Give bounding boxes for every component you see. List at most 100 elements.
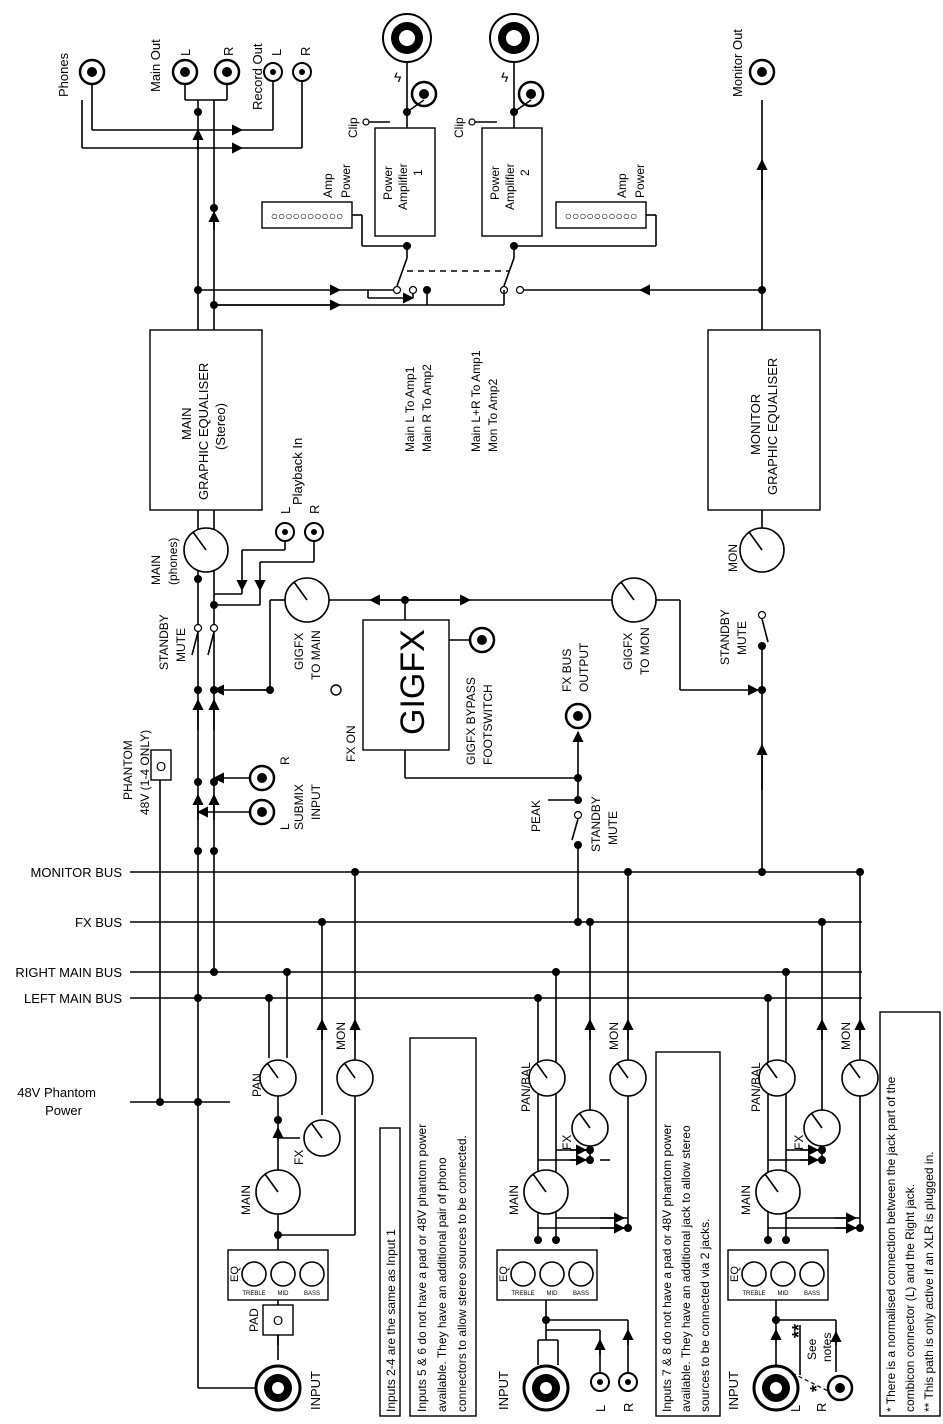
ch56-phono-l-label: L <box>593 1405 608 1412</box>
left-main-bus-label: LEFT MAIN BUS <box>24 991 122 1006</box>
ch56-xlr-combo-input[interactable] <box>522 1364 570 1412</box>
main-out-r-jack[interactable] <box>213 58 241 86</box>
ch1-pad-switch-glyph: O <box>273 1313 283 1328</box>
ch78-fx-knob[interactable] <box>803 1109 841 1147</box>
amp-power-meter-1 <box>261 201 353 229</box>
ch1-pan-knob[interactable] <box>259 1059 297 1097</box>
record-out-r-jack[interactable] <box>292 62 312 82</box>
gigfx-bypass-footswitch-jack[interactable] <box>468 626 496 654</box>
ch78-treble-knob[interactable] <box>741 1261 767 1287</box>
speakon-2-connector[interactable] <box>489 13 539 63</box>
amp-power-1-label-1: Amp <box>321 173 335 198</box>
ch78-bass-knob[interactable] <box>799 1261 825 1287</box>
gigfx-to-main-label-2: TO MAIN <box>309 630 323 680</box>
amp1-label-2: Amplifier <box>396 163 410 210</box>
ch56-phono-r-jack[interactable] <box>618 1372 638 1392</box>
ch1-fx-label: FX <box>292 1150 306 1165</box>
amp-power-2-label-2: Power <box>633 164 647 198</box>
monitor-out-jack[interactable] <box>748 58 776 86</box>
speaker-jack-1[interactable] <box>410 80 438 108</box>
note-inputs-7-8-line3: sources to be connected via 2 jacks. <box>698 1219 712 1412</box>
ch78-r-jack[interactable] <box>826 1374 854 1402</box>
speaker-jack-2[interactable] <box>517 80 545 108</box>
ch78-mid-knob[interactable] <box>770 1261 796 1287</box>
ch56-treble-label: TREBLE <box>511 1291 534 1297</box>
main-phones-label-1: MAIN <box>149 555 163 585</box>
channel-5-6 <box>534 868 634 1372</box>
phantom-48v-switch[interactable] <box>150 749 172 781</box>
ch56-fx-knob[interactable] <box>571 1109 609 1147</box>
ch1-main-label: MAIN <box>239 1185 253 1215</box>
fx-on-label: FX ON <box>344 725 358 762</box>
clip-1-label: Clip <box>346 117 360 138</box>
ch56-main-knob[interactable] <box>523 1169 569 1215</box>
ch1-xlr-combo-input[interactable] <box>254 1364 302 1412</box>
mon-master-knob[interactable] <box>739 527 785 573</box>
monitor-out-label: Monitor Out <box>730 29 745 97</box>
note-inputs-5-6-line2: available. They have an additional pair … <box>435 1157 449 1412</box>
gigfx-to-mon-knob[interactable] <box>611 577 657 623</box>
submix-input-r-jack[interactable] <box>248 764 276 792</box>
ch56-mon-label: MON <box>607 1022 621 1050</box>
main-out-l-jack[interactable] <box>171 58 199 86</box>
ch78-main-knob[interactable] <box>755 1169 801 1215</box>
ch56-input-label: INPUT <box>496 1371 511 1410</box>
note-inputs-7-8-line2: available. They have an additional jack … <box>679 1125 693 1412</box>
main-graphic-equaliser <box>149 329 263 511</box>
note-inputs-5-6-line1: Inputs 5 & 6 do not have a pad or 48V ph… <box>415 1124 429 1412</box>
ch56-pan-bal-knob[interactable] <box>528 1059 566 1097</box>
ch56-treble-knob[interactable] <box>510 1261 536 1287</box>
ch56-mid-knob[interactable] <box>539 1261 565 1287</box>
footnote-line2: combicon connector (L) and the Right jac… <box>903 1184 917 1412</box>
ch1-treble-knob[interactable] <box>241 1261 267 1287</box>
right-main-bus-label: RIGHT MAIN BUS <box>15 965 122 980</box>
ch56-bass-knob[interactable] <box>568 1261 594 1287</box>
ch56-phono-r-label: R <box>621 1403 636 1412</box>
gigfx-bypass-label-2: FOOTSWITCH <box>481 684 495 765</box>
monitor-bus-label: MONITOR BUS <box>31 865 123 880</box>
note-inputs-2-4 <box>379 1127 401 1417</box>
submix-input-l-jack[interactable] <box>248 798 276 826</box>
fx-bus-output-jack[interactable] <box>564 702 592 730</box>
phantom-switch-glyph: O <box>156 759 166 774</box>
record-out-label: Record Out <box>250 43 265 110</box>
ch1-mid-knob[interactable] <box>270 1261 296 1287</box>
main-phones-knob[interactable] <box>183 527 229 573</box>
ch1-pad-switch[interactable] <box>262 1304 294 1336</box>
ch56-phono-l-jack[interactable] <box>590 1372 610 1392</box>
main-out-label: Main Out <box>148 39 163 92</box>
note-inputs-5-6 <box>409 1037 477 1417</box>
phones-label: Phones <box>56 52 71 97</box>
routing-opt1-line2: Main R To Amp2 <box>420 364 434 452</box>
playback-in-l-jack[interactable] <box>275 522 295 542</box>
record-out-l-jack[interactable] <box>263 62 283 82</box>
ch78-see-notes-2: notes <box>820 1333 834 1362</box>
routing-opt2-line2: Mon To Amp2 <box>486 379 500 452</box>
ch1-main-knob[interactable] <box>255 1169 301 1215</box>
ch56-mon-knob[interactable] <box>609 1059 647 1097</box>
ch1-mon-knob[interactable] <box>336 1059 374 1097</box>
bus-lines <box>130 780 862 1103</box>
ch78-treble-label: TREBLE <box>742 1291 765 1297</box>
ch1-bass-knob[interactable] <box>299 1261 325 1287</box>
phones-jack[interactable] <box>78 58 106 86</box>
speakon-1-connector[interactable] <box>382 13 432 63</box>
playback-in-r-jack[interactable] <box>304 522 324 542</box>
gigfx-to-main-knob[interactable] <box>284 577 330 623</box>
ch78-r-label: R <box>814 1403 829 1412</box>
ch1-fx-knob[interactable] <box>303 1119 341 1157</box>
ch78-mon-knob[interactable] <box>841 1059 879 1097</box>
main-out-l-label: L <box>178 49 193 56</box>
bus-junction-dots <box>194 108 218 1002</box>
ch78-see-notes-1: See <box>805 1338 819 1360</box>
monitor-geq-label-2: GRAPHIC EQUALISER <box>765 358 780 495</box>
ch78-xlr-combo-input[interactable] <box>752 1364 800 1412</box>
playback-in-label: Playback In <box>290 438 305 505</box>
footnote-box <box>879 1011 941 1417</box>
footnote-line3: ** This path is only active if an XLR is… <box>922 1151 936 1412</box>
ch78-pan-bal-knob[interactable] <box>758 1059 796 1097</box>
ch1-pad-label: PAD <box>247 1308 261 1332</box>
ch78-mid-label: MID <box>778 1291 790 1297</box>
ch1-mon-label: MON <box>334 1022 348 1050</box>
amp-power-leds-1: ○○○○○○○○○○ <box>271 209 343 223</box>
